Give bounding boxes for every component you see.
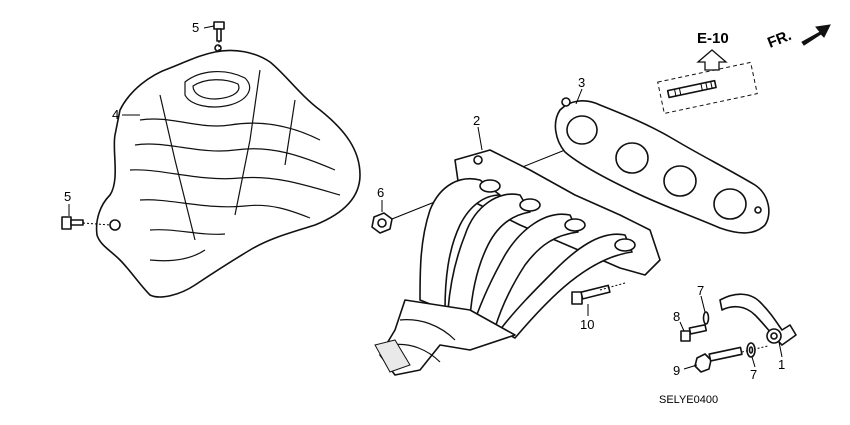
bolt-8-icon — [680, 323, 708, 342]
section-reference: E-10 — [657, 30, 758, 115]
stud-icon — [666, 79, 717, 99]
bolt-10-icon — [571, 282, 626, 305]
manifold-gasket — [554, 97, 770, 234]
section-ref-label: E-10 — [697, 30, 729, 47]
heat-shield-hole — [109, 219, 121, 231]
callout-1: 1 — [778, 357, 785, 372]
callout-labels: 5 4 5 6 2 3 10 7 8 9 7 1 — [64, 20, 785, 382]
manifold-bracket — [719, 293, 797, 346]
callout-7-upper: 7 — [697, 283, 704, 298]
callout-10: 10 — [580, 317, 594, 332]
callout-4: 4 — [112, 107, 119, 122]
heat-shield — [95, 44, 361, 298]
callout-9: 9 — [673, 363, 680, 378]
callout-7-lower: 7 — [750, 367, 757, 382]
front-direction-label: FR. — [765, 27, 794, 52]
washer-lower-icon — [746, 342, 756, 358]
leader-lines — [68, 25, 783, 370]
front-direction-indicator: FR. — [765, 24, 831, 52]
bolt-left-icon — [61, 216, 111, 230]
front-arrow-icon — [801, 24, 831, 46]
callout-5-left: 5 — [64, 189, 71, 204]
exhaust-manifold — [374, 149, 661, 376]
callout-8: 8 — [673, 309, 680, 324]
callout-6: 6 — [377, 185, 384, 200]
up-arrow-icon — [696, 49, 728, 71]
nut-icon — [371, 147, 571, 234]
drawing-code: SELYE0400 — [659, 394, 718, 406]
bolt-top-icon — [213, 21, 225, 52]
callout-3: 3 — [578, 75, 585, 90]
stud-reference-box — [657, 61, 758, 115]
callout-2: 2 — [473, 113, 480, 128]
callout-5-top: 5 — [192, 20, 199, 35]
washer-upper-icon — [702, 311, 710, 325]
